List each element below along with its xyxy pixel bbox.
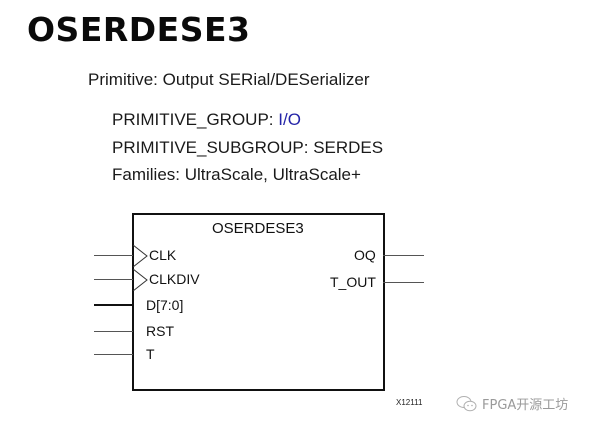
wire-t	[94, 354, 133, 355]
primitive-description: Primitive: Output SERial/DESerializer	[88, 70, 370, 89]
pin-oq: OQ	[354, 247, 376, 263]
clock-triangle-icon	[133, 269, 148, 291]
primitive-subgroup: PRIMITIVE_SUBGROUP: SERDES	[112, 138, 384, 157]
pin-clk: CLK	[149, 247, 177, 263]
pin-t-out: T_OUT	[330, 274, 376, 290]
primitive-group-label: PRIMITIVE_GROUP:	[112, 110, 279, 129]
wire-clkdiv	[94, 279, 133, 280]
primitive-group-link[interactable]: I/O	[278, 110, 301, 129]
primitive-symbol-box	[132, 213, 385, 391]
pin-clkdiv: CLKDIV	[149, 271, 200, 287]
pin-rst: RST	[146, 323, 174, 339]
symbol-name: OSERDESE3	[212, 220, 304, 237]
figure-id: X12111	[396, 398, 423, 407]
clock-triangle-icon	[133, 245, 148, 267]
primitive-group: PRIMITIVE_GROUP: I/O	[112, 110, 301, 130]
pin-t: T	[146, 346, 155, 362]
wire-d-bus	[94, 304, 133, 306]
wechat-icon	[456, 395, 477, 411]
watermark: FPGA开源工坊	[456, 394, 568, 413]
wire-clk	[94, 255, 133, 256]
pin-d: D[7:0]	[146, 297, 184, 313]
watermark-text: FPGA开源工坊	[482, 398, 569, 413]
wire-rst	[94, 331, 133, 332]
wire-oq	[383, 255, 424, 256]
families: Families: UltraScale, UltraScale+	[112, 165, 361, 184]
wire-t-out	[383, 282, 424, 283]
page-title: OSERDESE3	[27, 10, 251, 49]
